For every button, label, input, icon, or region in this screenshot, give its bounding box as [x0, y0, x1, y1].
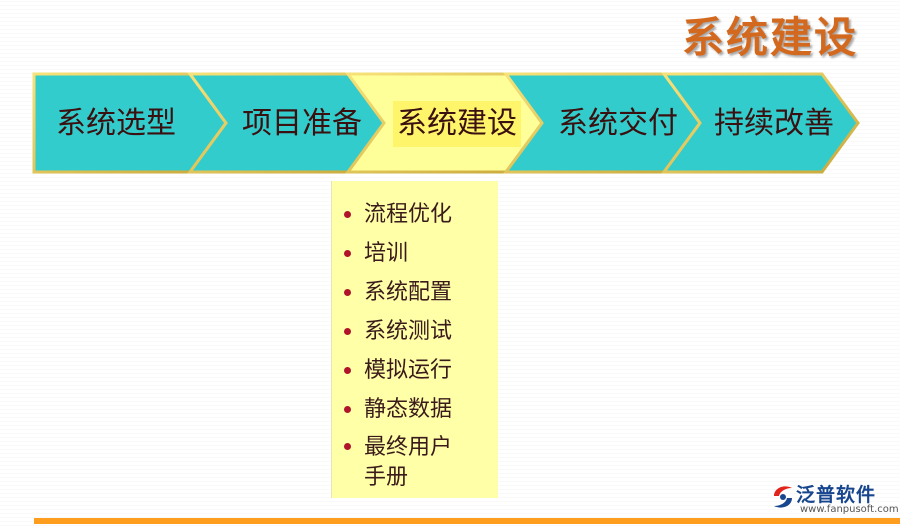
list-item-label: 培训 [364, 241, 409, 266]
brand-logo: 泛普软件 www.fanpusoft.com [770, 478, 899, 518]
bullet-icon [344, 211, 351, 218]
bullet-icon [344, 367, 351, 374]
logo-mark-icon [774, 486, 792, 508]
list-item-label: 模拟运行 [364, 358, 453, 383]
list-item: 最终用户手册 [340, 429, 498, 493]
bullet-icon [344, 328, 351, 335]
list-item: 系统配置 [340, 273, 498, 312]
logo-name: 泛普软件 [796, 484, 877, 506]
detail-list: 流程优化 培训 系统配置 系统测试 模拟运行 静态数据 最终用户手册 [332, 181, 498, 493]
list-item-label: 最终用户 [364, 435, 453, 460]
step-label-3: 系统建设 [393, 101, 521, 147]
bullet-icon [344, 406, 351, 413]
list-item: 系统测试 [340, 312, 498, 351]
list-item-label: 流程优化 [364, 202, 453, 227]
step-label-1: 系统选型 [56, 106, 176, 141]
step-arrow-5 [661, 72, 860, 174]
list-item-label: 静态数据 [364, 397, 453, 422]
step-label-4: 系统交付 [558, 106, 678, 141]
process-flow: 系统选型 项目准备 系统建设 系统交付 持续改善 [0, 0, 900, 190]
list-item: 培训 [340, 234, 498, 273]
bullet-icon [344, 250, 351, 257]
logo-url: www.fanpusoft.com [800, 504, 899, 515]
list-item-label: 系统测试 [364, 319, 453, 344]
list-item: 模拟运行 [340, 351, 498, 390]
process-arrows [32, 72, 860, 174]
step-label-5: 持续改善 [714, 106, 834, 141]
detail-panel: 流程优化 培训 系统配置 系统测试 模拟运行 静态数据 最终用户手册 [331, 181, 498, 498]
page-title: 系统建设 [681, 13, 858, 62]
step-label-2: 项目准备 [242, 106, 362, 141]
list-item-label-line2: 手册 [364, 465, 409, 490]
list-item: 流程优化 [340, 195, 498, 234]
bottom-accent-bar [34, 518, 900, 524]
bullet-icon [344, 289, 351, 296]
list-item: 静态数据 [340, 390, 498, 429]
bullet-icon [344, 443, 351, 450]
list-item-label: 系统配置 [364, 280, 453, 305]
